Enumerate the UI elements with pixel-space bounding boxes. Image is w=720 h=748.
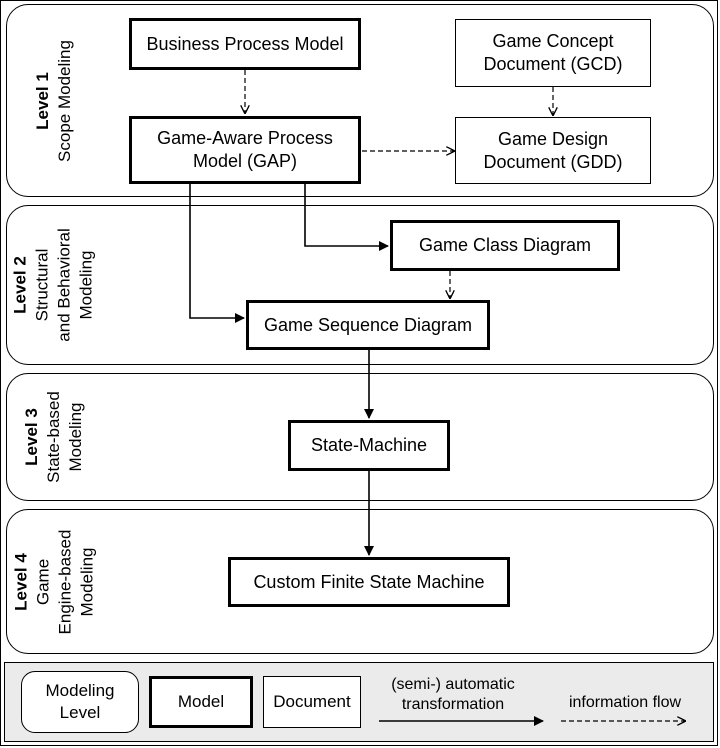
legend-arrows bbox=[379, 716, 715, 726]
legend-model: Model bbox=[149, 676, 253, 728]
node-game-sequence-diagram: Game Sequence Diagram bbox=[246, 300, 490, 350]
node-business-process-model: Business Process Model bbox=[129, 18, 361, 70]
node-state-machine: State-Machine bbox=[288, 420, 450, 471]
node-custom-finite-state-machine: Custom Finite State Machine bbox=[228, 557, 510, 607]
edge-gap-to-gcld bbox=[304, 184, 389, 251]
legend-document: Document bbox=[263, 676, 361, 728]
node-game-class-diagram: Game Class Diagram bbox=[390, 220, 620, 271]
legend-information-flow-label: information flow bbox=[568, 694, 682, 711]
edge-gap-to-gsd bbox=[189, 184, 245, 323]
